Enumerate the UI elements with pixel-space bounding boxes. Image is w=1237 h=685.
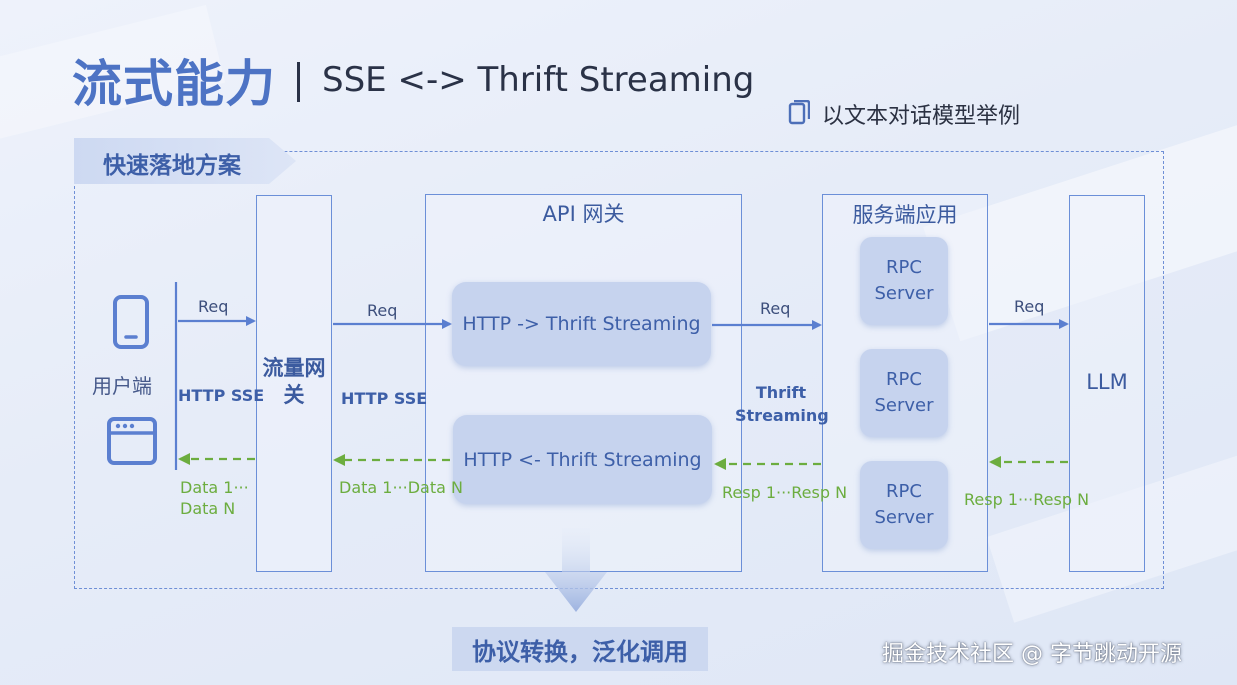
bottom-label-bg (452, 627, 708, 671)
rpc-server-block (860, 461, 948, 549)
example-note: 以文本对话模型举例 (822, 104, 1021, 129)
resp-label: Resp 1···Resp N (722, 483, 848, 502)
llm-label: LLM (1086, 370, 1128, 394)
req-label: Req (1014, 297, 1045, 316)
req-label: Req (760, 299, 791, 318)
rpc-server-block (860, 237, 948, 325)
traffic-gateway-box (256, 195, 332, 572)
solution-frame (74, 151, 1164, 589)
protocol-label: HTTP SSE (178, 386, 265, 405)
http-to-thrift-label: HTTP -> Thrift Streaming (462, 313, 701, 335)
http-to-thrift-block (452, 282, 711, 366)
watermark: 掘金技术社区 @ 字节跳动开源 (882, 642, 1182, 667)
document-icon (788, 100, 810, 125)
bottom-label: 协议转换，泛化调用 (472, 638, 688, 666)
browser-icon (107, 417, 157, 465)
traffic-gateway-label: 流量网关 (262, 356, 326, 407)
rpc-server-block (860, 349, 948, 437)
page-subtitle: SSE <-> Thrift Streaming (322, 60, 755, 100)
service-app-label: 服务端应用 (852, 203, 958, 227)
llm-box (1069, 195, 1145, 572)
resp-label: Resp 1···Resp N (964, 490, 1090, 509)
req-label: Req (367, 301, 398, 320)
client-label: 用户端 (92, 374, 152, 398)
data-label: Data 1···Data N (180, 478, 249, 518)
phone-icon (113, 295, 149, 349)
thrift-to-http-block (453, 415, 712, 504)
api-gateway-box (425, 194, 742, 572)
api-gateway-label: API 网关 (542, 202, 625, 226)
title-separator (297, 62, 300, 102)
down-arrow-icon (545, 528, 607, 612)
req-label: Req (198, 297, 229, 316)
data-label: Data 1···Data N (339, 478, 463, 497)
thrift-to-http-label: HTTP <- Thrift Streaming (463, 449, 702, 471)
section-tag-bg (74, 138, 296, 184)
section-tag: 快速落地方案 (103, 153, 241, 179)
protocol-label: HTTP SSE (341, 389, 428, 408)
page-title: 流式能力 (72, 55, 276, 113)
